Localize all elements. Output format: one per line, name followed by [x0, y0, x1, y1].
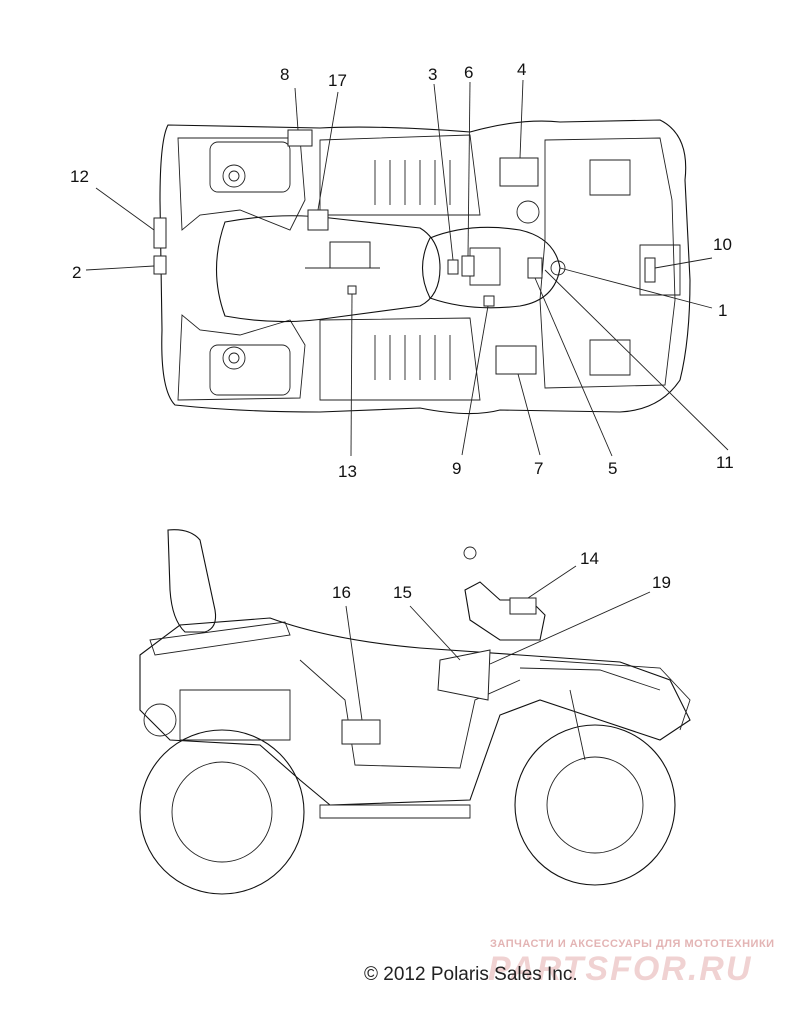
callout-labels: 1 2 3 4 5 6 7 8 9 10 11 12 13 14 15 16 1…: [70, 60, 734, 602]
callout-8: 8: [280, 65, 289, 84]
callout-19: 19: [652, 573, 671, 592]
callout-13: 13: [338, 462, 357, 481]
callout-14: 14: [580, 549, 599, 568]
callout-3: 3: [428, 65, 437, 84]
callout-7: 7: [534, 459, 543, 478]
callout-16: 16: [332, 583, 351, 602]
watermark-tagline: ЗАПЧАСТИ И АКСЕССУАРЫ ДЛЯ МОТОТЕХНИКИ: [490, 938, 775, 950]
callout-10: 10: [713, 235, 732, 254]
watermark-logo: PARTSFOR.RU: [488, 950, 753, 988]
callout-9: 9: [452, 459, 461, 478]
callout-11: 11: [716, 453, 734, 472]
callout-15: 15: [393, 583, 412, 602]
copyright-text: © 2012 Polaris Sales Inc.: [364, 964, 578, 985]
callout-1: 1: [718, 301, 727, 320]
callout-2: 2: [72, 263, 81, 282]
atv-top-view: [85, 79, 729, 457]
atv-side-view: [139, 529, 691, 895]
callout-12: 12: [70, 167, 89, 186]
callout-17: 17: [328, 71, 347, 90]
callout-6: 6: [464, 63, 473, 82]
callout-5: 5: [608, 459, 617, 478]
callout-4: 4: [517, 60, 526, 79]
